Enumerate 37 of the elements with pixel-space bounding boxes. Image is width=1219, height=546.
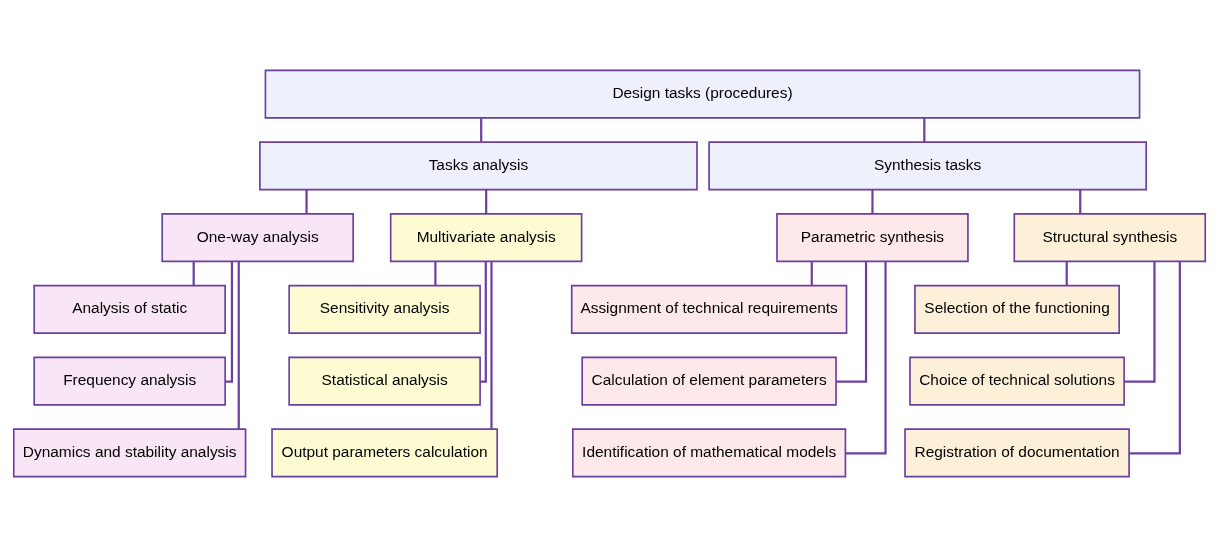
connector — [836, 260, 868, 383]
node-box: Assignment of technical requirements — [570, 284, 848, 334]
node-box: Tasks analysis — [259, 140, 698, 190]
node-box: Analysis of static — [33, 284, 226, 334]
node-box: Selection of the functioning — [914, 284, 1120, 334]
connector — [1124, 260, 1156, 383]
node-box: Output parameters calculation — [271, 427, 499, 477]
node-box: Identification of mathematical models — [571, 427, 847, 477]
node-box: Frequency analysis — [33, 356, 226, 406]
node-box: Dynamics and stability analysis — [12, 427, 247, 477]
node-box: Parametric synthesis — [776, 212, 969, 262]
connector — [1065, 261, 1068, 285]
node-box: One-way analysis — [161, 212, 354, 262]
node-box: Synthesis tasks — [708, 140, 1147, 190]
connector — [923, 117, 926, 142]
connector — [225, 260, 234, 383]
connector — [480, 117, 483, 142]
connector — [490, 261, 493, 429]
connector — [1129, 261, 1181, 454]
connector — [871, 189, 874, 214]
connector — [1079, 189, 1082, 214]
connector — [305, 189, 308, 214]
node-box: Choice of technical solutions — [909, 356, 1125, 406]
node-box: Multivariate analysis — [389, 212, 583, 262]
connector — [237, 261, 240, 429]
connector — [485, 189, 488, 214]
node-box: Calculation of element parameters — [581, 356, 837, 406]
node-box: Sensitivity analysis — [288, 284, 481, 334]
connector — [810, 261, 813, 285]
node-box: Statistical analysis — [288, 356, 481, 406]
node-box: Structural synthesis — [1013, 212, 1207, 262]
node-box: Design tasks (procedures) — [264, 69, 1141, 119]
node-box: Registration of documentation — [904, 427, 1130, 477]
connector — [480, 260, 487, 383]
connector — [192, 261, 195, 285]
connector — [845, 261, 887, 454]
connector — [434, 261, 437, 285]
